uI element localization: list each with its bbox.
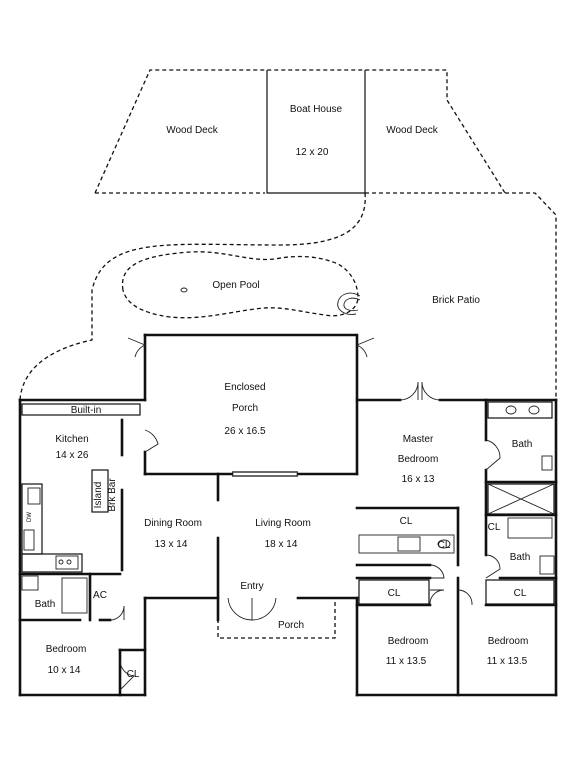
label-boat-house-size: 12 x 20 (296, 147, 329, 158)
label-master-bath: Bath (512, 439, 533, 450)
label-master-bedroom-2: Bedroom (398, 454, 439, 465)
label-bedroom-left: Bedroom (46, 644, 87, 655)
front-porch-outline (217, 597, 336, 639)
label-bedroom-left-size: 10 x 14 (48, 665, 81, 676)
label-island: Island (93, 482, 104, 509)
label-master-bedroom: Master (403, 434, 434, 445)
label-kitchen: Kitchen (55, 434, 88, 445)
label-brk-bar: Brk Bar (107, 478, 118, 512)
label-bath-left: Bath (35, 599, 56, 610)
patio-outline (19, 192, 557, 401)
label-enclosed-porch-size: 26 x 16.5 (224, 426, 266, 437)
interior-walls (18, 398, 558, 697)
kitchen-fixtures (21, 403, 141, 573)
house-outer-walls (18, 398, 558, 697)
enclosed-porch-walls (127, 333, 375, 477)
label-master-bedroom-size: 16 x 13 (402, 474, 435, 485)
label-living-room-size: 18 x 14 (265, 539, 298, 550)
label-bedroom-mid-cl: CL (388, 588, 401, 599)
label-bedroom-mid: Bedroom (388, 636, 429, 647)
room-labels: Wood Deck Boat House 12 x 20 Wood Deck O… (27, 104, 532, 680)
label-master-cl: CL (400, 516, 413, 527)
bath-fixtures (21, 401, 555, 614)
label-cl-small-b: CL (488, 522, 501, 533)
label-entry: Entry (240, 581, 263, 592)
label-dining-room-size: 13 x 14 (155, 539, 188, 550)
door-swings (109, 381, 501, 691)
label-built-in: Built-in (71, 405, 102, 416)
label-enclosed-porch-2: Porch (232, 403, 258, 414)
label-bedroom-right-cl: CL (514, 588, 527, 599)
pool-outline (121, 251, 361, 319)
label-dining-room: Dining Room (144, 518, 202, 529)
label-cl-small-a: CL (438, 540, 451, 551)
boat-house-outline (266, 70, 366, 194)
label-bedroom-right: Bedroom (488, 636, 529, 647)
label-cl-left: CL (127, 669, 140, 680)
label-porch: Porch (278, 620, 304, 631)
label-bedroom-mid-size: 11 x 13.5 (386, 656, 427, 667)
label-bedroom-right-size: 11 x 13.5 (487, 656, 528, 667)
label-kitchen-size: 14 x 26 (56, 450, 89, 461)
label-brick-patio: Brick Patio (432, 295, 480, 306)
label-hall-bath: Bath (510, 552, 531, 563)
label-boat-house: Boat House (290, 104, 343, 115)
label-living-room: Living Room (255, 518, 311, 529)
label-ac: AC (93, 590, 107, 601)
label-open-pool: Open Pool (212, 280, 259, 291)
label-wood-deck-right: Wood Deck (386, 125, 439, 136)
label-enclosed-porch: Enclosed (224, 382, 265, 393)
deck-outline (94, 69, 506, 194)
closets (358, 579, 555, 605)
label-wood-deck-left: Wood Deck (166, 125, 219, 136)
label-dw: DW (27, 512, 33, 522)
